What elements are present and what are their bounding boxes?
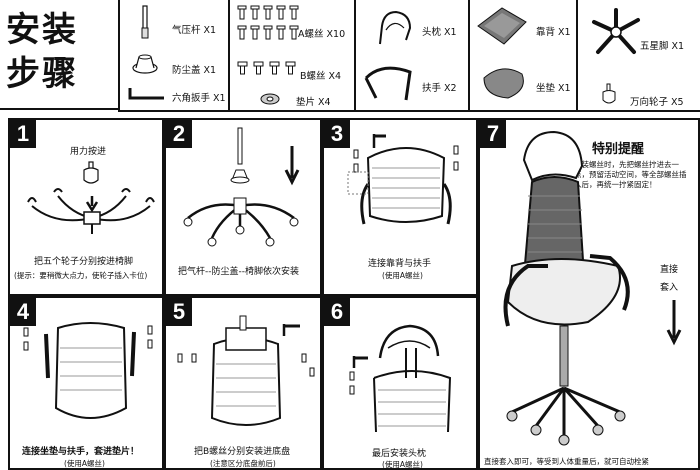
hex-wrench-icon: [128, 88, 164, 100]
step-7-side-label-2: 套入: [660, 283, 679, 293]
part-screw-a: A螺丝 X10: [298, 29, 346, 40]
caster-icon: [602, 83, 616, 104]
seat-armrest-illustration: [23, 322, 153, 419]
armrest-icon: [364, 66, 412, 101]
assembled-chair-illustration: [503, 130, 630, 446]
headrest-install-illustration: [349, 324, 452, 433]
chassis-screws-illustration: [177, 315, 315, 426]
special-reminder-title: 特别提醒: [592, 142, 645, 157]
screw-b-icon: [237, 61, 296, 75]
headrest-icon: [379, 10, 412, 45]
step-4-panel: 4 连接坐垫与扶手，套进垫片！ (使用A螺丝): [8, 296, 164, 470]
part-backrest: 靠背 X1: [536, 27, 571, 38]
title-line-1: 安装: [6, 10, 78, 50]
step-2-caption: 把气杆--防尘盖--椅脚依次安装: [178, 267, 299, 277]
special-reminder-text: 安装螺丝时，先把螺丝拧进去一点，预留活动空间，等全部螺丝插入后，再统一拧紧固定！: [574, 160, 687, 189]
step-5-caption: 把B螺丝分别安装进底盘: [194, 447, 291, 457]
part-dust-cap: 防尘盖 X1: [172, 65, 217, 76]
step-7-side-label-1: 直接: [660, 265, 679, 275]
backrest-icon: [477, 7, 527, 45]
step-3-number: 3: [324, 120, 350, 148]
down-arrow-icon: [666, 300, 682, 346]
seat-icon: [483, 68, 524, 99]
step-5-panel: 5 把B螺丝分别安装进底盘 (注意区分底盘前后): [164, 296, 322, 470]
title-line-2: 步骤: [6, 54, 78, 94]
part-washer: 垫片 X4: [296, 97, 331, 108]
step-2-number: 2: [166, 120, 192, 148]
parts-list: 气压杆 X1 防尘盖 X1 六角扳手 X1: [118, 0, 700, 112]
part-caster: 万向轮子 X5: [630, 97, 684, 108]
step-7-number: 7: [480, 120, 506, 148]
step-4-note: (使用A螺丝): [64, 459, 105, 468]
step-4-number: 4: [10, 298, 36, 326]
step-3-note: (使用A螺丝): [382, 271, 423, 280]
step-5-note: (注意区分底盘前后): [210, 459, 276, 468]
step-3-caption: 连接靠背与扶手: [368, 259, 432, 269]
part-armrest: 扶手 X2: [422, 83, 457, 94]
washer-icon: [260, 93, 280, 105]
step-1-number: 1: [10, 120, 36, 148]
part-seat: 坐垫 X1: [536, 83, 571, 94]
caster-insert-illustration: [27, 161, 155, 234]
step-3-panel: 3 连接靠背与扶手 (使用A螺丝): [322, 118, 478, 296]
step-1-panel: 1 用力按进 把五个轮子分别按进椅脚 (提示：要稍微大点力，使轮子插入卡位): [8, 118, 164, 296]
part-screw-b: B螺丝 X4: [300, 71, 342, 82]
dust-cap-icon: [132, 54, 158, 74]
step-4-caption: 连接坐垫与扶手，套进垫片！: [22, 447, 140, 457]
backrest-armrest-illustration: [347, 134, 459, 225]
step-1-top-label: 用力按进: [70, 147, 107, 157]
step-6-caption: 最后安装头枕: [372, 449, 427, 459]
page-title: 安装 步骤: [6, 8, 78, 96]
step-2-panel: 2 把气杆--防尘盖--椅脚依次安装: [164, 118, 322, 296]
title-block: 安装 步骤: [0, 0, 120, 110]
step-6-note: (使用A螺丝): [382, 460, 423, 469]
step-7-caption: 直接套入即可，等受到人体重量后，就可自动栓紧: [484, 457, 649, 466]
part-hex-wrench: 六角扳手 X1: [172, 93, 226, 104]
step-7-panel: 7 特别提醒 安装螺丝时，先把螺丝拧进去一点，预留活动空间，等全部螺丝插入后，再…: [478, 118, 700, 470]
gas-lift-icon: [141, 5, 149, 39]
part-headrest: 头枕 X1: [422, 27, 457, 38]
step-6-number: 6: [324, 298, 350, 326]
step-6-panel: 6 最后安装头枕 (使用A螺丝): [322, 296, 478, 470]
step-1-note: (提示：要稍微大点力，使轮子插入卡位): [14, 271, 148, 280]
base-assembly-illustration: [183, 127, 300, 247]
part-gas-lift: 气压杆 X1: [172, 25, 217, 36]
screw-a-icon: [237, 5, 299, 40]
part-star-base: 五星脚 X1: [640, 41, 685, 52]
step-1-caption: 把五个轮子分别按进椅脚: [34, 257, 134, 267]
star-base-icon: [592, 8, 640, 54]
step-5-number: 5: [166, 298, 192, 326]
